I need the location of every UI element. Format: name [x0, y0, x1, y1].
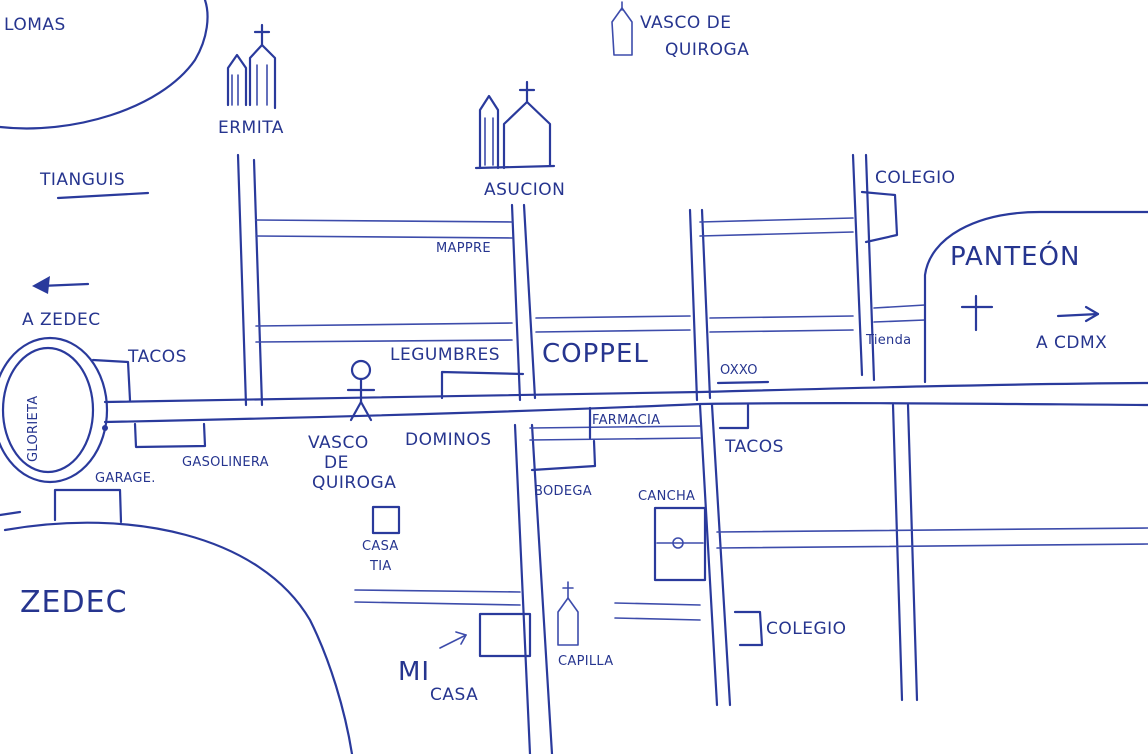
- label-oxxo: OXXO: [720, 363, 758, 378]
- label-quiroga-top: QUIROGA: [665, 40, 749, 60]
- label-quiroga-street: QUIROGA: [312, 473, 396, 493]
- mi-casa-box: [478, 612, 532, 658]
- tianguis-underline: [56, 191, 150, 200]
- label-bodega: BODEGA: [534, 484, 592, 499]
- person-icon: [346, 359, 376, 422]
- label-a-zedec: A ZEDEC: [22, 310, 101, 330]
- label-capilla: CAPILLA: [558, 654, 613, 669]
- lomas-boundary: [0, 0, 209, 130]
- label-casa: CASA: [430, 685, 478, 705]
- label-gasolinera: GASOLINERA: [182, 455, 269, 470]
- casa-tia-box: [371, 505, 401, 535]
- oxxo-underline: [716, 380, 770, 385]
- legumbres-box: [440, 370, 525, 400]
- label-tacos-right: TACOS: [724, 437, 784, 457]
- label-de-street: DE: [324, 453, 349, 473]
- label-coppel: COPPEL: [542, 339, 649, 369]
- label-cancha: CANCHA: [638, 489, 695, 504]
- a-zedec-arrow-icon: [32, 276, 90, 294]
- label-lomas: LOMAS: [4, 15, 66, 35]
- gasolinera-box: [133, 422, 207, 449]
- panteon-outline: [923, 210, 1148, 384]
- label-colegio-top: COLEGIO: [875, 168, 956, 188]
- capilla-chapel-icon: [557, 581, 579, 646]
- label-tianguis: TIANGUIS: [39, 170, 125, 190]
- ermita-church-icon: [226, 23, 277, 110]
- label-ermita: ERMITA: [218, 118, 284, 138]
- label-a-cdmx: A CDMX: [1036, 333, 1107, 353]
- garage-box: [53, 488, 123, 524]
- horizontal-side-streets: [255, 217, 1148, 621]
- label-farmacia: FARMACIA: [592, 413, 660, 428]
- colegio-bottom-box: [733, 610, 764, 647]
- label-legumbres: LEGUMBRES: [390, 345, 500, 365]
- vasco-de-quiroga-monument-icon: [611, 1, 633, 56]
- main-avenue: [103, 381, 1148, 424]
- label-asuncion: ASUCION: [484, 180, 565, 200]
- cancha-box: [653, 506, 707, 582]
- glorieta-roundabout: [0, 336, 109, 484]
- bodega-box: [530, 439, 597, 472]
- colegio-top-box: [860, 190, 899, 244]
- label-colegio-bottom: COLEGIO: [766, 619, 847, 639]
- label-tienda: Tienda: [865, 333, 911, 348]
- label-dominos: DOMINOS: [405, 430, 492, 450]
- label-casa-tia-1: CASA: [362, 539, 399, 554]
- a-cdmx-arrow-icon: [1056, 305, 1100, 323]
- tacos-right-box: [718, 403, 750, 430]
- label-zedec: ZEDEC: [20, 585, 128, 620]
- label-tacos-left: TACOS: [127, 347, 187, 367]
- building-boxes: [53, 190, 899, 658]
- vertical-streets: [236, 153, 919, 754]
- tacos-left-box: [91, 358, 132, 402]
- label-mappre: MAPPRE: [436, 241, 491, 256]
- asuncion-church-icon: [474, 80, 556, 170]
- label-glorieta: GLORIETA: [26, 396, 41, 462]
- label-casa-tia-2: TIA: [369, 559, 392, 574]
- label-mi: MI: [398, 657, 430, 687]
- mi-casa-arrow-icon: [439, 631, 467, 649]
- zedec-road: [0, 510, 354, 754]
- label-vasco-de: VASCO DE: [640, 13, 731, 33]
- label-garage: GARAGE.: [95, 471, 156, 486]
- label-panteon: PANTEÓN: [950, 240, 1080, 272]
- label-vasco-street: VASCO: [308, 433, 369, 453]
